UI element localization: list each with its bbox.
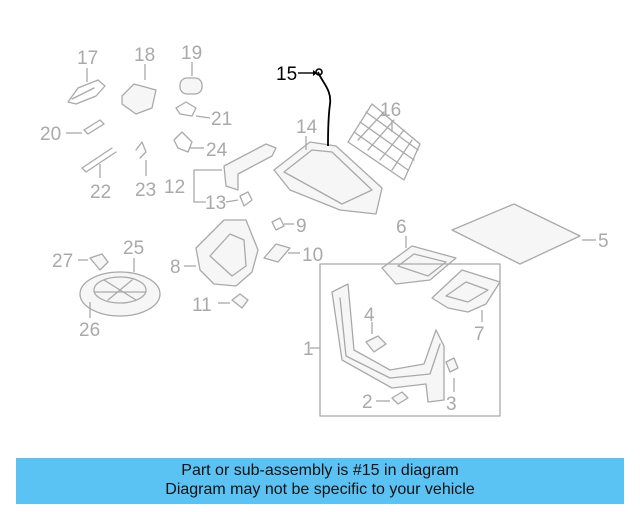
callout-25: 25 (123, 238, 144, 259)
callout-21: 21 (211, 109, 232, 130)
callout-15: 15 (276, 64, 297, 85)
part-4-clip: 4 (364, 305, 387, 353)
part-9-clip: 9 (271, 216, 307, 237)
part-16-cargo-net: 16 (347, 100, 421, 181)
part-15-highlighted: 15 (276, 64, 332, 147)
part-11-clip: 11 (192, 293, 249, 316)
part-7-tray: 7 (431, 269, 501, 345)
part-21-clip: 21 (175, 101, 232, 130)
callout-19: 19 (181, 43, 202, 64)
parts-diagram: 17 18 19 21 20 24 22 23 (40, 43, 609, 417)
callout-3: 3 (446, 394, 457, 415)
part-19-cylinder: 19 (179, 43, 203, 95)
callout-12: 12 (164, 177, 185, 198)
part-17-bracket: 17 (67, 48, 106, 105)
callout-16: 16 (380, 100, 401, 121)
part-12-trim: 12 (164, 143, 277, 203)
callout-24: 24 (206, 140, 228, 161)
callout-14: 14 (296, 117, 318, 138)
part-10-cover: 10 (263, 243, 323, 266)
part-25-spare-tire-kit: 25 (79, 238, 161, 317)
callout-8: 8 (170, 257, 181, 278)
part-8-side-trim: 8 (170, 219, 259, 287)
callout-4: 4 (364, 305, 375, 326)
callout-7: 7 (474, 324, 485, 345)
part-2-clip: 2 (362, 391, 409, 413)
callout-11: 11 (192, 295, 212, 316)
part-1-rear-trim-panel: 1 (303, 263, 501, 417)
callout-26: 26 (79, 320, 100, 341)
callout-22: 22 (90, 182, 111, 203)
callout-13: 13 (205, 193, 226, 214)
part-22-rod: 22 (81, 147, 117, 203)
callout-10: 10 (302, 245, 323, 266)
part-20-fastener: 20 (40, 119, 105, 145)
callout-18: 18 (134, 45, 155, 66)
info-banner: Part or sub-assembly is #15 in diagram D… (16, 458, 624, 504)
banner-line-2: Diagram may not be specific to your vehi… (165, 481, 475, 498)
part-3-clip: 3 (445, 357, 459, 415)
callout-6: 6 (396, 217, 407, 238)
part-23-hook: 23 (135, 141, 156, 201)
part-18-module: 18 (121, 45, 157, 115)
part-14-package-shelf: 14 (273, 117, 383, 215)
callout-5: 5 (598, 231, 609, 252)
callout-17: 17 (77, 48, 98, 69)
part-26-bracket: 26 (79, 302, 100, 341)
callout-9: 9 (296, 216, 307, 237)
callout-2: 2 (362, 392, 373, 413)
callout-23: 23 (135, 180, 156, 201)
part-24-clip: 24 (173, 131, 228, 161)
part-27-fastener: 27 (52, 251, 109, 272)
callout-27: 27 (52, 251, 73, 272)
callout-20: 20 (40, 124, 61, 145)
part-13-clip: 13 (205, 191, 253, 214)
callout-1: 1 (303, 339, 314, 360)
banner-line-1: Part or sub-assembly is #15 in diagram (181, 462, 459, 479)
part-6-tray: 6 (381, 217, 457, 285)
part-5-cargo-mat: 5 (451, 203, 609, 265)
